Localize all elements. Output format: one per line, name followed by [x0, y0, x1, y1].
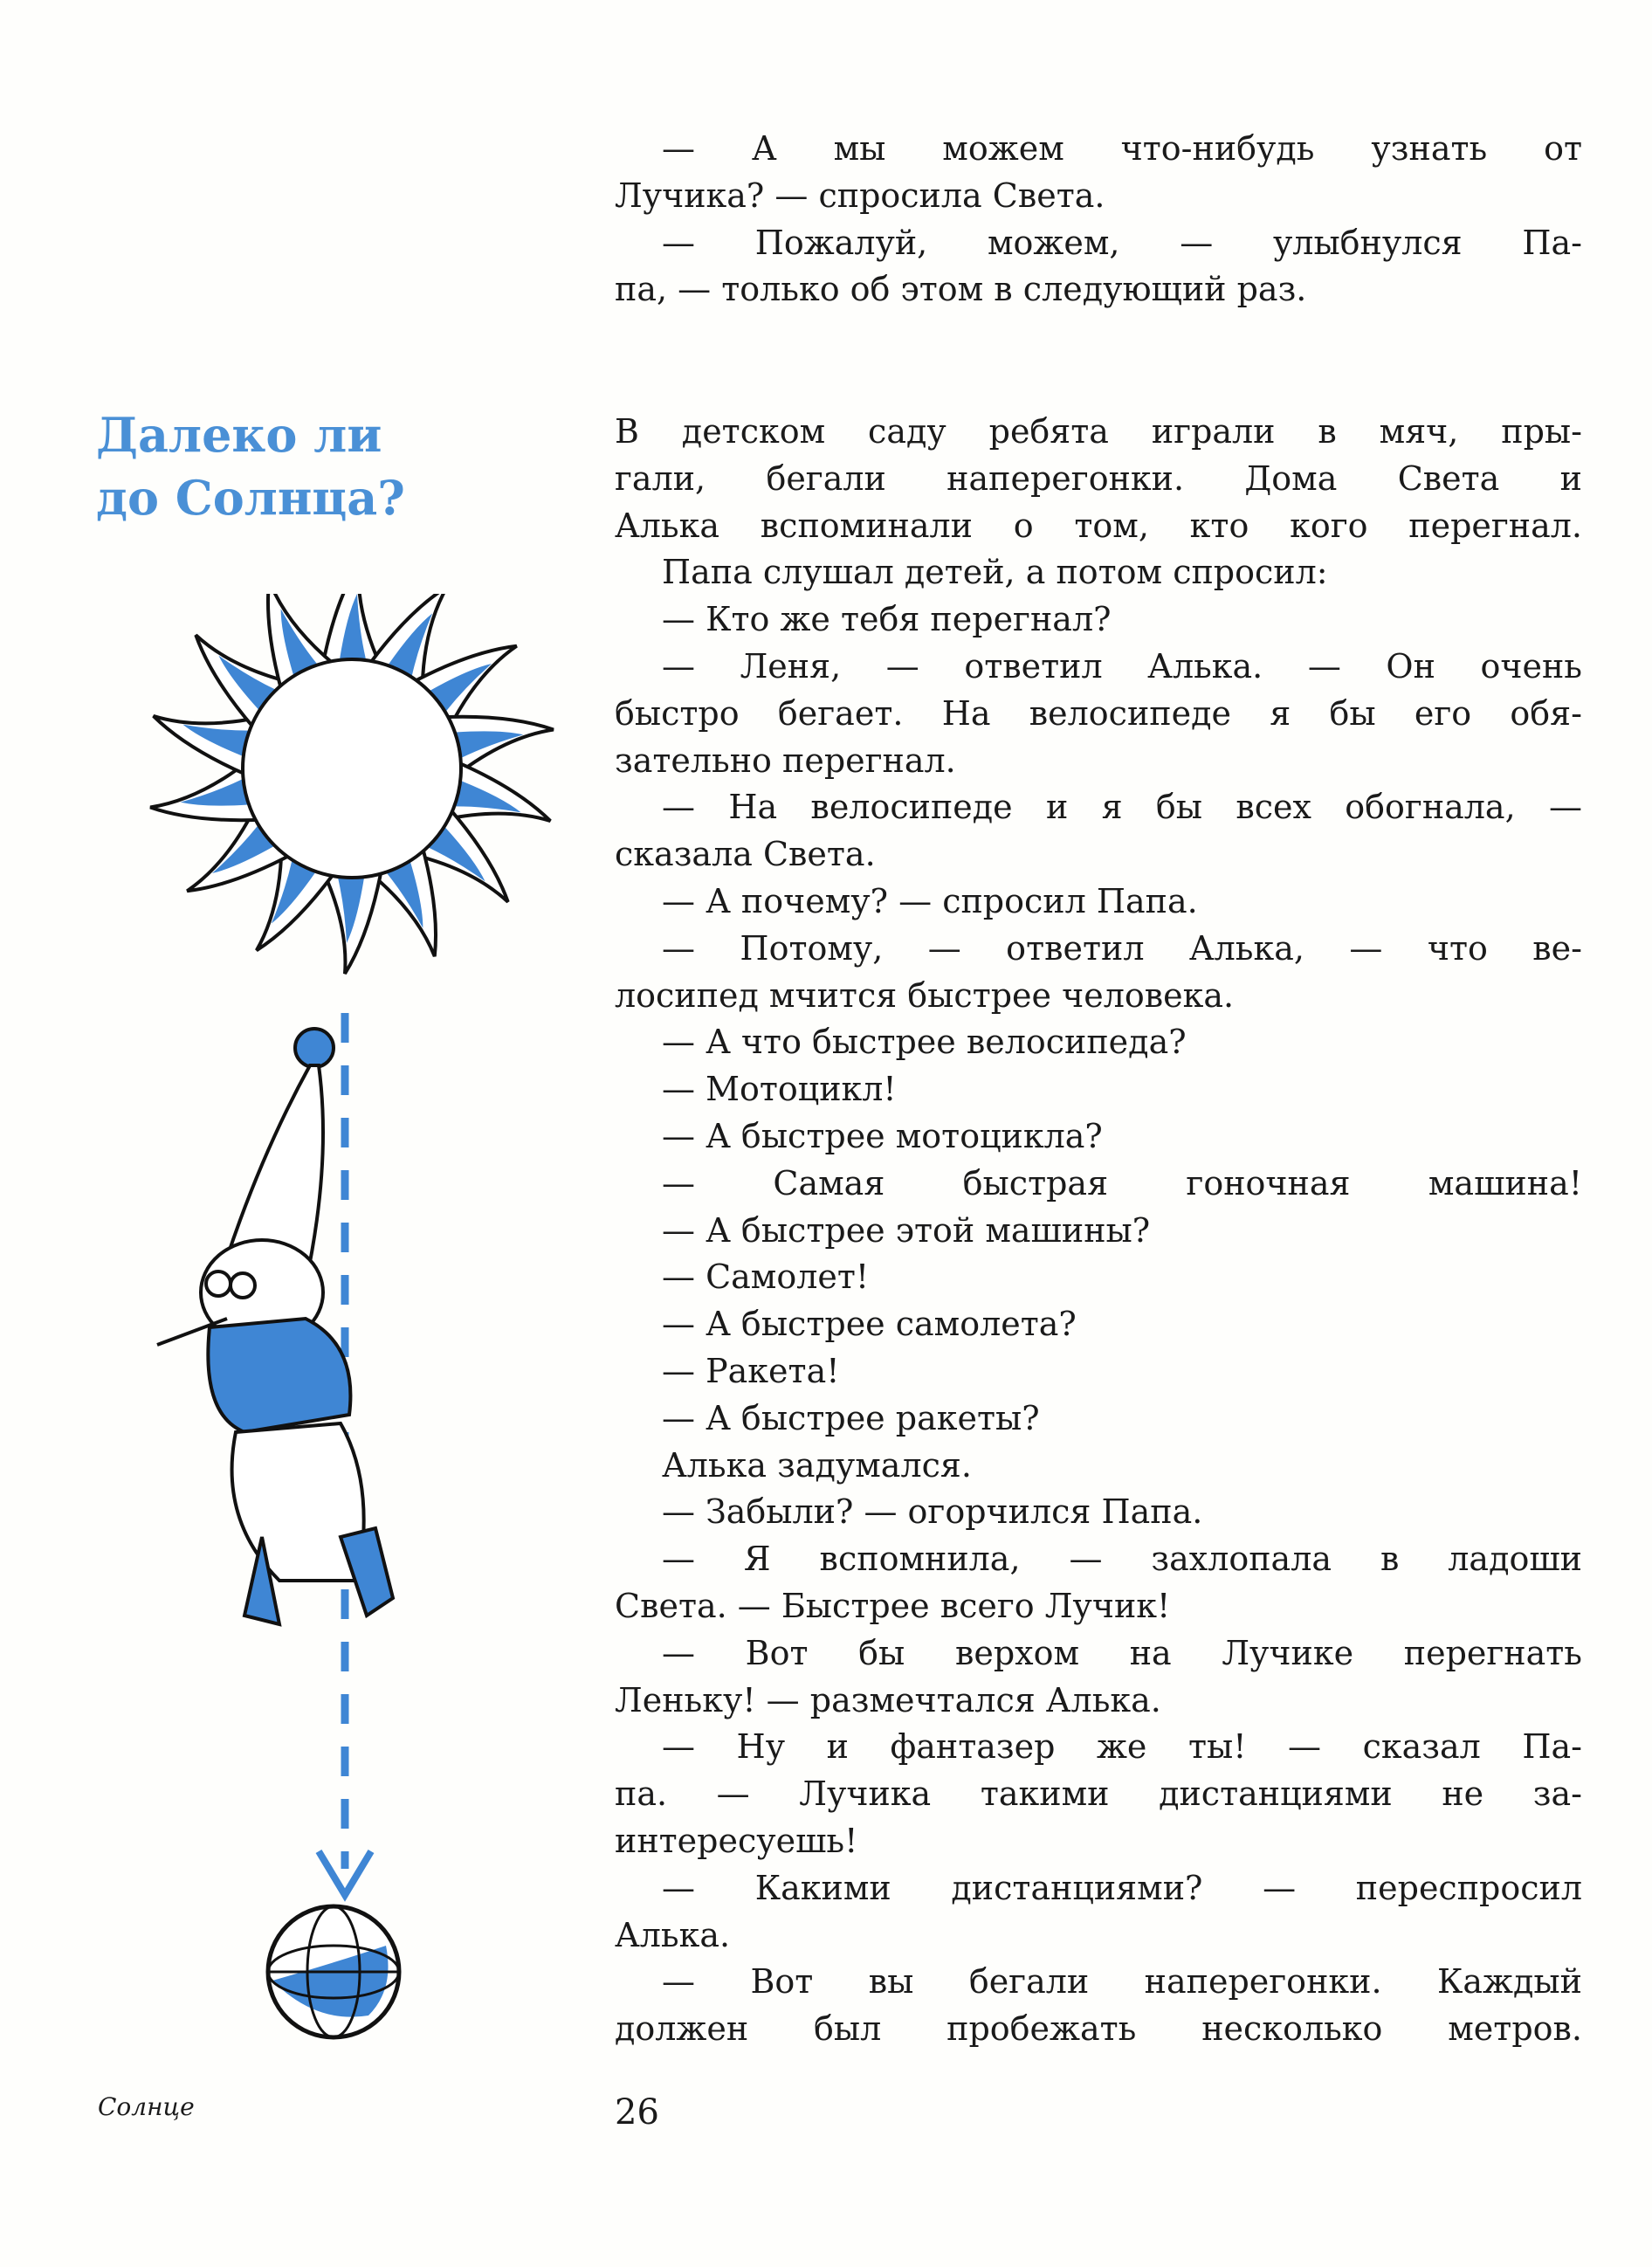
- heading-line: до Солнца?: [96, 470, 405, 526]
- text-line: — Самая быстрая гоночная машина!: [662, 1163, 1582, 1202]
- text-line: — Самолет!: [662, 1258, 870, 1297]
- sun-ray-fill: [280, 609, 318, 676]
- text-line: — Пожалуй, можем, — улыбнулся Па-: [662, 223, 1582, 262]
- text-line: должен был пробежать несколько метров.: [615, 2009, 1582, 2049]
- sun-ray-fill: [428, 826, 485, 882]
- text-line: — На велосипеде и я бы всех обогнала, —: [662, 788, 1582, 827]
- page-number: 26: [615, 2092, 659, 2133]
- section-heading: Далеко ли до Солнца?: [96, 403, 405, 529]
- text-line: быстро бегает. На велосипеде я бы его об…: [615, 693, 1582, 733]
- text-line: — А мы можем что-нибудь узнать от: [662, 129, 1582, 168]
- gnome-figure-icon: [156, 1027, 396, 1627]
- text-line: — Ну и фантазер же ты! — сказал Па-: [662, 1727, 1582, 1767]
- text-line: — Я вспомнила, — захлопала в ладоши: [662, 1540, 1582, 1579]
- heading-line: Далеко ли: [96, 407, 382, 463]
- sun-ray-fill: [386, 861, 423, 928]
- text-line: лосипед мчится быстрее человека.: [615, 975, 1235, 1015]
- text-line: интересуешь!: [615, 1821, 858, 1860]
- text-line: па, — только об этом в следующий раз.: [615, 270, 1307, 309]
- text-line: — Мотоцикл!: [662, 1070, 897, 1109]
- sun-ray-fill: [340, 594, 366, 659]
- sun-ray: [149, 758, 263, 823]
- body-text: В детском саду ребята играли в мяч, пры-…: [615, 409, 1582, 2053]
- text-line: — А почему? — спросил Папа.: [662, 881, 1198, 920]
- arrow-head-icon: [315, 1849, 375, 1902]
- sun-icon: [149, 594, 554, 975]
- text-line: — Вот бы верхом на Лучике перегнать: [662, 1633, 1582, 1672]
- sun-ray-fill: [211, 825, 274, 874]
- earth-globe-icon: [265, 1904, 402, 2040]
- text-line: — Ракета!: [662, 1351, 840, 1390]
- text-line: В детском саду ребята играли в мяч, пры-: [615, 412, 1582, 451]
- sun-ray-fill: [218, 655, 276, 711]
- text-line: — А что быстрее велосипеда?: [662, 1023, 1187, 1062]
- text-line: — Какими дистанциями? — переспросил: [662, 1868, 1582, 1907]
- text-line: — А быстрее этой машины?: [662, 1210, 1151, 1250]
- text-line: Света. — Быстрее всего Лучик!: [615, 1586, 1171, 1625]
- text-line: Алька задумался.: [662, 1445, 972, 1485]
- text-line: — А быстрее самолета?: [662, 1305, 1077, 1344]
- illustration-caption: Солнце: [98, 2092, 195, 2121]
- text-line: Алька вспоминали о том, кто кого перегна…: [615, 506, 1582, 545]
- sun-ray-fill: [430, 663, 492, 712]
- text-line: сказала Света.: [615, 835, 876, 874]
- sun-ray-fill: [388, 613, 433, 677]
- text-line: — Забыли? — огорчился Папа.: [662, 1492, 1203, 1532]
- sun-ray-fill: [338, 878, 364, 943]
- text-line: — А быстрее мотоцикла?: [662, 1116, 1103, 1155]
- text-line: — Леня, — ответил Алька. — Он очень: [662, 646, 1582, 686]
- text-line: зательно перегнал.: [615, 741, 956, 780]
- text-line: Леньку! — размечтался Алька.: [615, 1680, 1161, 1719]
- text-line: Алька.: [615, 1915, 731, 1954]
- sun-ray-fill: [455, 781, 521, 813]
- text-line: Лучика? — спросила Света.: [615, 176, 1105, 215]
- text-line: па. — Лучика такими дистанциями не за-: [615, 1774, 1582, 1814]
- sun-ray-fill: [180, 779, 249, 806]
- sun-gnome-earth-illustration: [149, 594, 554, 2040]
- text-line: — Вот вы бегали наперегонки. Каждый: [662, 1962, 1582, 2002]
- text-line: гали, бегали наперегонки. Дома Света и: [615, 458, 1582, 498]
- text-line: Папа слушал детей, а потом спросил:: [662, 553, 1328, 592]
- text-line: — А быстрее ракеты?: [662, 1398, 1040, 1437]
- sun-ray-fill: [271, 860, 316, 924]
- top-text: — А мы можем что-нибудь узнать от Лучика?…: [615, 126, 1582, 314]
- sun-ray: [441, 714, 554, 779]
- text-line: — Потому, — ответил Алька, — что ве-: [662, 928, 1582, 968]
- text-line: — Кто же тебя перегнал?: [662, 600, 1112, 639]
- sun-ray-fill: [182, 724, 249, 756]
- sun-ray-fill: [455, 731, 524, 758]
